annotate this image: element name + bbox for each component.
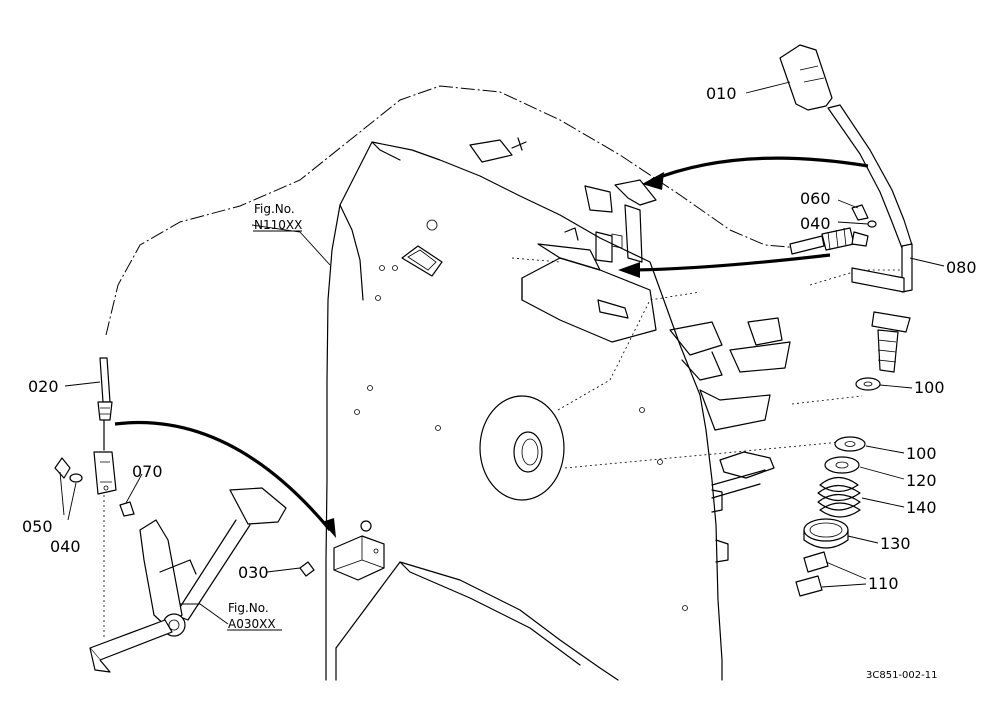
pedal-linkage [89,487,287,673]
ref-a030xx-line2: A030XX [228,617,276,631]
ref-n110xx-line1: Fig.No. [254,202,295,216]
part-020-label: 020 [28,377,59,396]
shift-lever [779,44,913,373]
part-030-label: 030 [238,563,269,582]
ref-a030xx-line1: Fig.No. [228,601,269,615]
part-labels: 010 020 030 040 040 050 060 070 080 100 … [22,84,977,593]
part-140-label: 140 [906,498,937,517]
part-040-upper-label: 040 [800,214,831,233]
part-060-label: 060 [800,189,831,208]
part-010-label: 010 [706,84,737,103]
cable-bracket [299,520,385,581]
part-100-lower-label: 100 [906,444,937,463]
reference-lines [103,85,900,640]
washer-spring-stack [795,377,881,597]
part-100-upper-label: 100 [914,378,945,397]
part-040-lower-label: 040 [50,537,81,556]
upper-bracket [469,137,791,499]
frame-housing [325,141,729,681]
part-050-label: 050 [22,517,53,536]
part-070-label: 070 [132,462,163,481]
part-080-label: 080 [946,258,977,277]
cable-end-upper [789,204,877,255]
assembly-arrows [114,156,869,538]
pulley-disc [479,395,565,501]
part-130-label: 130 [880,534,911,553]
part-110-label: 110 [868,574,899,593]
figure-references: Fig.No. N110XX Fig.No. A030XX [227,202,302,631]
leader-lines [59,81,945,625]
control-cable [54,357,135,517]
part-120-label: 120 [906,471,937,490]
diagram-code: 3C851-002-11 [866,670,937,681]
ref-n110xx-line2: N110XX [254,218,302,232]
